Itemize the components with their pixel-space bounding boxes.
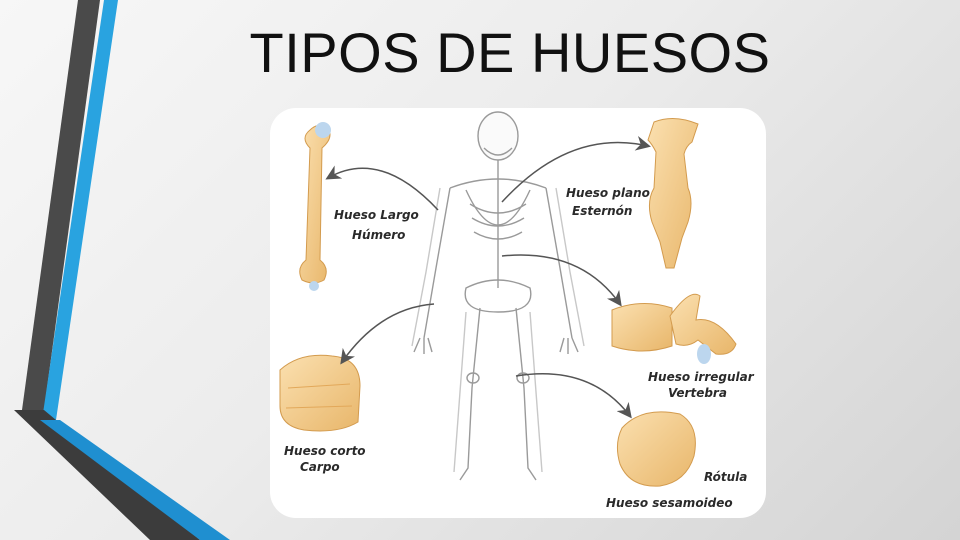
label-hueso-sesamoideo: Hueso sesamoideo — [606, 496, 733, 510]
arrow-irregular — [501, 254, 622, 307]
label-hueso-irregular: Hueso irregular — [648, 370, 754, 384]
sternum-bone-icon — [647, 118, 699, 269]
label-carpo: Carpo — [300, 460, 340, 474]
vertebra-bone-icon — [611, 293, 737, 364]
skeleton-icon — [411, 111, 585, 481]
label-hueso-largo: Hueso Largo — [334, 208, 419, 222]
label-humero: Húmero — [352, 228, 406, 242]
arrow-corto — [340, 303, 435, 365]
label-esternon: Esternón — [572, 204, 633, 218]
label-vertebra: Vertebra — [668, 386, 727, 400]
carpal-bone-icon — [279, 354, 361, 432]
arrow-sesamoideo — [515, 373, 632, 419]
arrow-plano — [501, 135, 651, 203]
label-hueso-plano: Hueso plano — [566, 186, 650, 200]
label-hueso-corto: Hueso corto — [284, 444, 366, 458]
label-rotula: Rótula — [704, 470, 748, 484]
humerus-bone-icon — [299, 122, 331, 291]
slide-title: TIPOS DE HUESOS — [249, 21, 771, 84]
patella-bone-icon — [616, 411, 696, 487]
bone-types-diagram: Hueso Largo Húmero Hueso plano Esternón … — [270, 108, 766, 518]
arrow-largo — [325, 165, 439, 211]
